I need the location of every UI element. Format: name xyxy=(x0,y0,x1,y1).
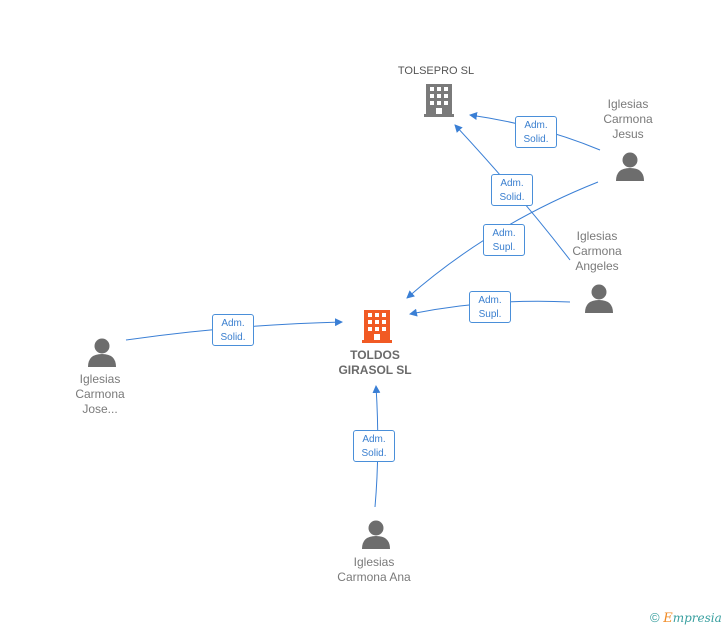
copyright-symbol: © xyxy=(650,610,660,625)
tolsepro-name[interactable]: TOLSEPRO SL xyxy=(397,65,475,77)
role-badge-jose-main[interactable]: Adm. Solid. xyxy=(212,314,254,346)
badge-line1: Adm. xyxy=(492,228,516,239)
brand-e-logo: E xyxy=(663,611,673,626)
angeles-line2: Carmona xyxy=(572,244,622,258)
company-label-tolsepro[interactable]: TOLSEPRO SL xyxy=(386,64,486,79)
jose-line3: Jose... xyxy=(82,402,118,416)
main-company-building-icon[interactable] xyxy=(362,310,392,343)
person-label-jesus[interactable]: Iglesias Carmona Jesus xyxy=(578,97,678,142)
person-icon-angeles[interactable] xyxy=(585,284,613,314)
person-icon-jose[interactable] xyxy=(88,338,116,368)
badge-line1: Adm. xyxy=(221,318,245,329)
main-name-line2: GIRASOL SL xyxy=(338,363,412,377)
role-badge-ana-main[interactable]: Adm. Solid. xyxy=(353,430,395,462)
person-label-jose[interactable]: Iglesias Carmona Jose... xyxy=(50,372,150,417)
badge-line1: Adm. xyxy=(500,178,524,189)
badge-line2: Solid. xyxy=(361,448,387,459)
main-name-line1: TOLDOS xyxy=(350,348,400,362)
person-icon-ana[interactable] xyxy=(362,520,390,550)
building-icon[interactable] xyxy=(424,84,454,117)
role-badge-angeles-main[interactable]: Adm. Supl. xyxy=(469,291,511,323)
ana-line1: Iglesias xyxy=(353,555,395,569)
jesus-line2: Carmona xyxy=(603,112,653,126)
ana-line2: Carmona Ana xyxy=(337,570,411,584)
footer-brand: © Empresia xyxy=(650,610,722,626)
role-badge-angeles-tolsepro[interactable]: Adm. Solid. xyxy=(491,174,533,206)
badge-line1: Adm. xyxy=(362,434,386,445)
badge-line1: Adm. xyxy=(478,295,502,306)
company-label-main[interactable]: TOLDOS GIRASOL SL xyxy=(325,348,425,378)
badge-line1: Adm. xyxy=(524,120,548,131)
badge-line2: Solid. xyxy=(523,134,549,145)
angeles-line1: Iglesias xyxy=(576,229,618,243)
person-label-ana[interactable]: Iglesias Carmona Ana xyxy=(324,555,424,585)
badge-line2: Solid. xyxy=(220,332,246,343)
badge-line2: Supl. xyxy=(478,309,502,320)
person-icon-jesus[interactable] xyxy=(616,152,644,182)
jose-line2: Carmona xyxy=(75,387,125,401)
role-badge-jesus-main[interactable]: Adm. Supl. xyxy=(483,224,525,256)
jesus-line1: Iglesias xyxy=(607,97,649,111)
badge-line2: Solid. xyxy=(499,192,525,203)
badge-line2: Supl. xyxy=(492,242,516,253)
jesus-line3: Jesus xyxy=(612,127,644,141)
angeles-line3: Angeles xyxy=(575,259,619,273)
role-badge-jesus-tolsepro[interactable]: Adm. Solid. xyxy=(515,116,557,148)
jose-line1: Iglesias xyxy=(79,372,121,386)
brand-name: mpresia xyxy=(672,611,722,625)
person-label-angeles[interactable]: Iglesias Carmona Angeles xyxy=(547,229,647,274)
